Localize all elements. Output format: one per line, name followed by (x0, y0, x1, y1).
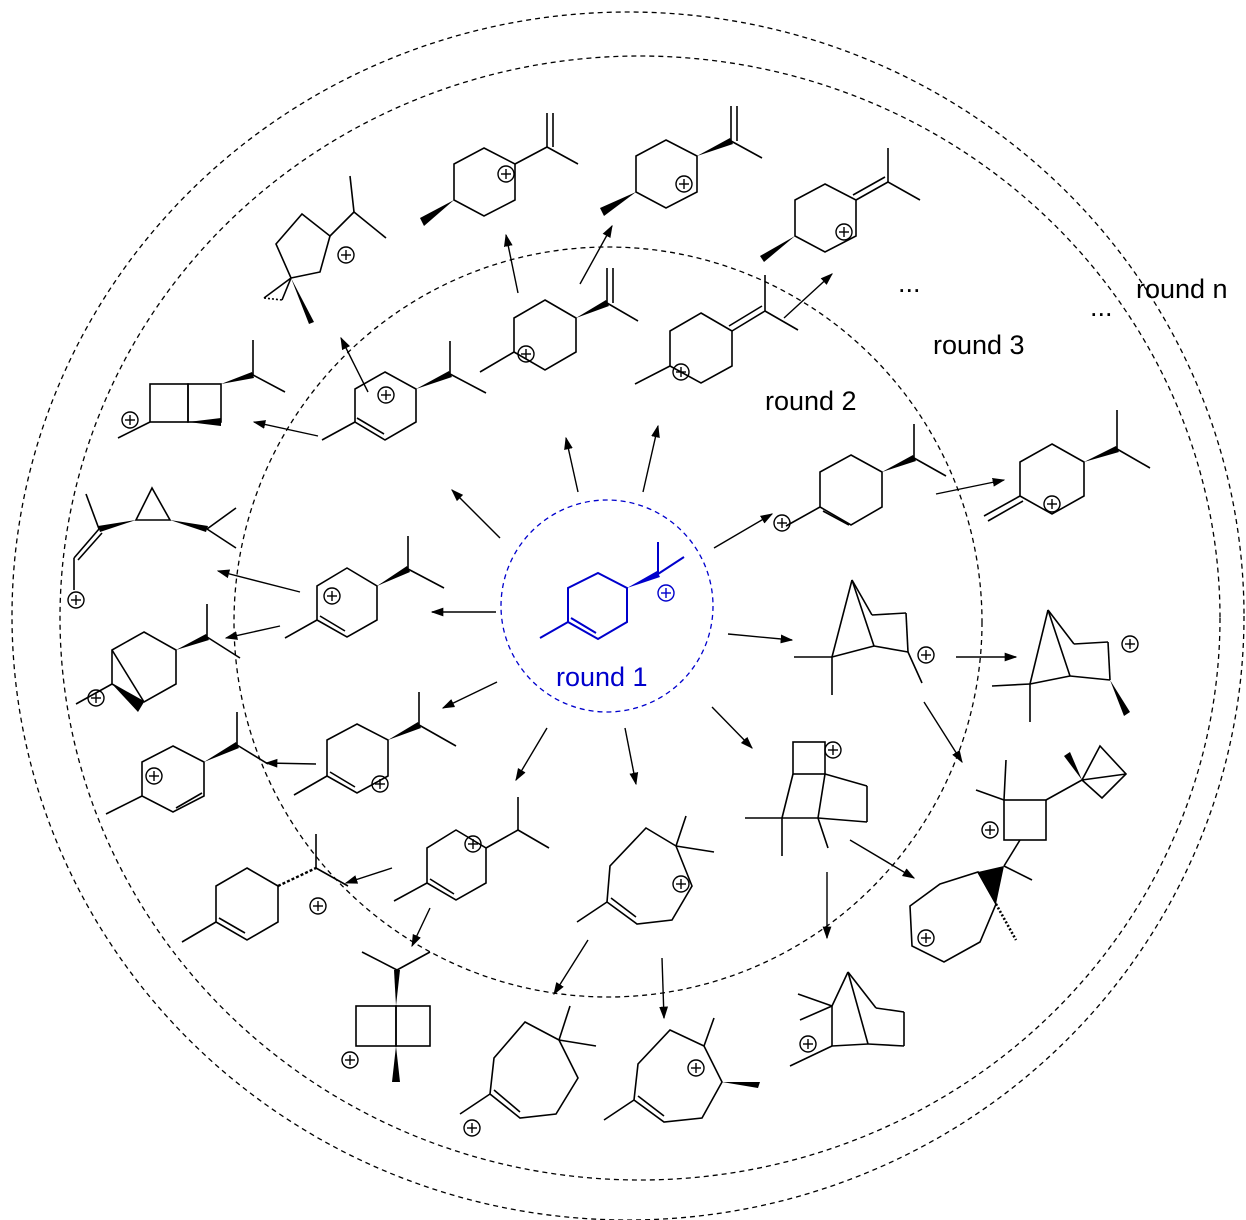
molecule-r2-f (393, 797, 550, 902)
molecule-r3-n (909, 839, 1033, 963)
molecule-r3-p (991, 609, 1139, 722)
molecule-r3-i (181, 834, 349, 943)
molecule-r3-h (105, 712, 269, 815)
molecule-r2-g (576, 815, 715, 925)
round-n-label: round n (1136, 274, 1228, 304)
molecule-r3-b (420, 113, 579, 226)
molecule-r2-i (794, 579, 935, 695)
round-2-circle (233, 246, 983, 998)
molecule-r3-k (459, 1005, 597, 1137)
molecule-r3-e (117, 340, 286, 439)
molecule-r3-d (760, 148, 921, 262)
molecule-r3-a (263, 175, 387, 324)
round-n-circle (11, 11, 1245, 1220)
central-cation (539, 542, 685, 641)
ellipsis-round-3: ... (898, 268, 921, 298)
molecule-r3-c (600, 106, 763, 216)
round-1-circle (500, 499, 714, 713)
molecule-r3-l (603, 1017, 760, 1123)
round-2-label: round 2 (765, 386, 857, 416)
ellipsis-round-n: ... (1090, 292, 1113, 322)
molecule-r3-j (341, 951, 431, 1082)
molecule-r2-a (321, 341, 487, 441)
molecule-r2-h (745, 741, 868, 856)
structures (67, 106, 1151, 1137)
molecule-r3-g (75, 604, 241, 712)
round-1-label: round 1 (556, 662, 648, 692)
round-3-circle (59, 55, 1221, 1181)
molecule-r2-b (479, 268, 639, 373)
molecule-r2-e (293, 692, 457, 796)
molecule-r2-j (773, 424, 947, 532)
round-3-label: round 3 (933, 330, 1025, 360)
molecule-r3-o (975, 744, 1128, 841)
molecule-r3-q (983, 410, 1151, 522)
reaction-arrows (216, 224, 1018, 1020)
molecule-r3-f (67, 486, 237, 609)
molecule-r3-m (789, 971, 905, 1067)
molecule-r2-c (634, 275, 799, 385)
molecule-r2-d (284, 536, 445, 639)
